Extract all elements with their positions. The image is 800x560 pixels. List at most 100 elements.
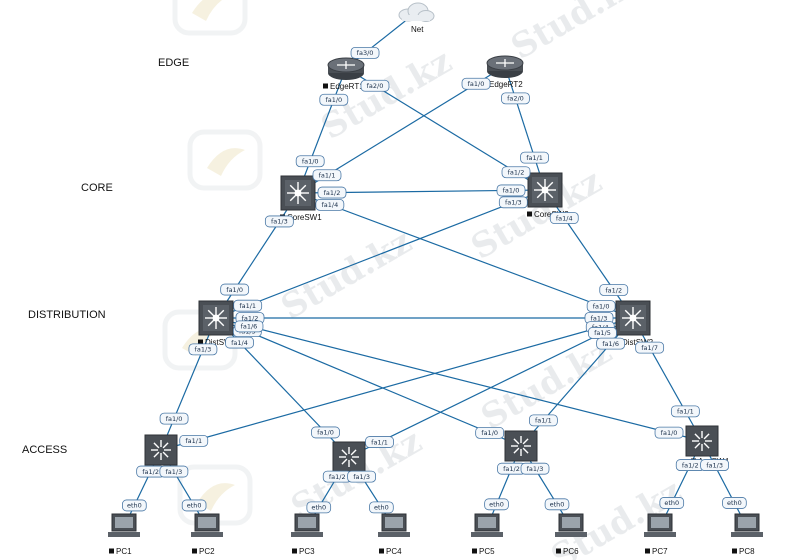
device-label: PC1 [116, 547, 132, 556]
port-label-accsw1-15: fa1/1 [179, 434, 209, 447]
status-square-icon [198, 339, 203, 345]
device-pc5[interactable]: PC5 [471, 513, 503, 556]
port-label-pc8-26: eth0 [722, 497, 747, 509]
link-edgert1-coresw1[interactable] [297, 67, 347, 194]
link-distsw1-accsw1[interactable] [160, 317, 217, 451]
layer-label-access: ACCESS [22, 444, 67, 456]
svg-text:fa1/3: fa1/3 [591, 314, 608, 322]
device-edgert1[interactable]: EdgeRT1 [323, 57, 365, 91]
svg-text:fa1/0: fa1/0 [226, 286, 243, 294]
device-label: PC2 [199, 547, 215, 556]
multilayer-switch-icon [280, 175, 316, 211]
device-distsw2[interactable]: DistSW2 [615, 300, 654, 347]
svg-text:fa1/0: fa1/0 [302, 158, 319, 166]
port-label-pc4-22: eth0 [369, 501, 394, 514]
port-label-accsw4-18: fa1/1 [670, 405, 700, 418]
svg-text:fa1/1: fa1/1 [319, 172, 336, 180]
status-square-icon [379, 548, 384, 554]
svg-text:fa1/1: fa1/1 [526, 154, 543, 162]
device-distsw1[interactable]: DistSW1 [198, 300, 237, 347]
device-pc3[interactable]: PC3 [291, 513, 323, 556]
svg-text:fa2/0: fa2/0 [507, 95, 524, 103]
svg-text:eth0: eth0 [374, 504, 389, 512]
device-pc2[interactable]: PC2 [191, 513, 223, 556]
router-icon [327, 57, 365, 80]
port-labels-layer: fa3/0fa1/0fa1/0fa2/0fa1/2fa1/0fa1/1fa2/0… [122, 46, 747, 514]
link-edgert2-coresw2[interactable] [504, 65, 546, 191]
device-net[interactable]: Net [398, 2, 435, 34]
layer-label-distribution: DISTRIBUTION [28, 309, 106, 321]
port-label-accsw2-12: fa1/0 [311, 426, 340, 439]
watermark-logo-icon [187, 129, 263, 191]
devices-layer: NetEdgeRT1EdgeRT2CoreSW1CoreSW2DistSW1Di… [108, 2, 763, 556]
multilayer-switch-icon [527, 172, 563, 208]
device-label: EdgeRT1 [330, 82, 364, 91]
svg-text:fa1/2: fa1/2 [242, 314, 259, 322]
link-distsw2-accsw2[interactable] [348, 317, 634, 458]
port-label-coresw2-9: fa1/4 [549, 212, 579, 224]
port-label-accsw3-24: fa1/3 [520, 462, 550, 475]
link-coresw1-distsw1[interactable] [215, 192, 299, 319]
pc-icon [378, 513, 410, 537]
port-label-coresw1-6: fa1/3 [264, 215, 294, 228]
port-label-distsw2-9: fa1/2 [599, 284, 629, 296]
port-label-coresw1-3: fa1/1 [312, 169, 342, 182]
device-edgert2[interactable]: EdgeRT2 [482, 55, 524, 89]
device-pc6[interactable]: PC6 [555, 513, 587, 556]
port-label-edgert2-4: fa2/0 [501, 92, 530, 105]
svg-text:fa1/0: fa1/0 [468, 80, 485, 88]
device-label: PC6 [563, 547, 579, 556]
switch-icon [504, 430, 538, 462]
link-coresw2-distsw2[interactable] [544, 189, 634, 319]
port-label-pc2-20: eth0 [181, 499, 207, 512]
device-pc1[interactable]: PC1 [108, 513, 140, 556]
port-label-coresw1-7: fa1/4 [315, 198, 345, 211]
cloud-icon [398, 2, 435, 22]
device-coresw1[interactable]: CoreSW1 [280, 175, 322, 222]
link-coresw2-distsw1[interactable] [215, 189, 546, 319]
device-label: DistSW1 [205, 338, 237, 347]
svg-text:fa3/0: fa3/0 [357, 49, 374, 57]
port-label-pc7-25: eth0 [659, 497, 685, 509]
device-label: EdgeRT2 [489, 80, 523, 89]
svg-text:fa1/0: fa1/0 [325, 96, 342, 104]
svg-text:fa1/5: fa1/5 [594, 329, 611, 337]
device-pc4[interactable]: PC4 [378, 513, 410, 556]
port-label-accsw1-20: fa1/3 [159, 465, 189, 478]
link-distsw1-accsw3[interactable] [215, 317, 522, 447]
port-label-coresw1-1: fa1/0 [295, 155, 325, 168]
port-label-coresw2-2: fa1/2 [501, 166, 531, 179]
svg-text:fa1/0: fa1/0 [593, 302, 610, 310]
link-net-edgert1[interactable] [345, 13, 415, 69]
port-label-edgert2-3: fa1/0 [461, 77, 491, 90]
link-distsw1-accsw4[interactable] [215, 317, 703, 442]
device-pc7[interactable]: PC7 [644, 513, 676, 556]
port-label-pc3-21: eth0 [306, 501, 332, 514]
port-label-pc5-23: eth0 [484, 498, 509, 511]
pc-icon [191, 513, 223, 537]
port-label-accsw2-16: fa1/1 [365, 436, 394, 448]
link-distsw2-accsw1[interactable] [160, 317, 634, 451]
svg-text:fa1/0: fa1/0 [317, 429, 334, 437]
port-label-distsw1-14: fa1/6 [234, 320, 264, 333]
port-label-distsw2-16: fa1/5 [588, 327, 617, 339]
device-pc8[interactable]: PC8 [731, 513, 763, 556]
svg-text:fa1/0: fa1/0 [503, 187, 520, 195]
svg-text:fa1/6: fa1/6 [241, 323, 258, 331]
device-label: PC8 [739, 547, 755, 556]
svg-text:fa1/0: fa1/0 [166, 415, 183, 423]
status-square-icon [732, 548, 737, 554]
port-label-accsw2-21: fa1/2 [322, 470, 352, 483]
svg-text:fa1/0: fa1/0 [481, 429, 498, 437]
pc-icon [555, 513, 587, 537]
port-label-accsw4-25: fa1/2 [675, 459, 705, 471]
svg-text:fa1/1: fa1/1 [677, 408, 694, 416]
port-label-distsw1-11: fa1/3 [188, 343, 218, 356]
multilayer-switch-icon [198, 300, 234, 336]
link-coresw1-distsw2[interactable] [297, 192, 634, 319]
link-distsw2-accsw4[interactable] [632, 317, 703, 442]
status-square-icon [323, 83, 328, 89]
svg-text:fa1/4: fa1/4 [556, 214, 573, 222]
router-icon [486, 55, 524, 78]
svg-text:fa1/4: fa1/4 [231, 339, 248, 347]
